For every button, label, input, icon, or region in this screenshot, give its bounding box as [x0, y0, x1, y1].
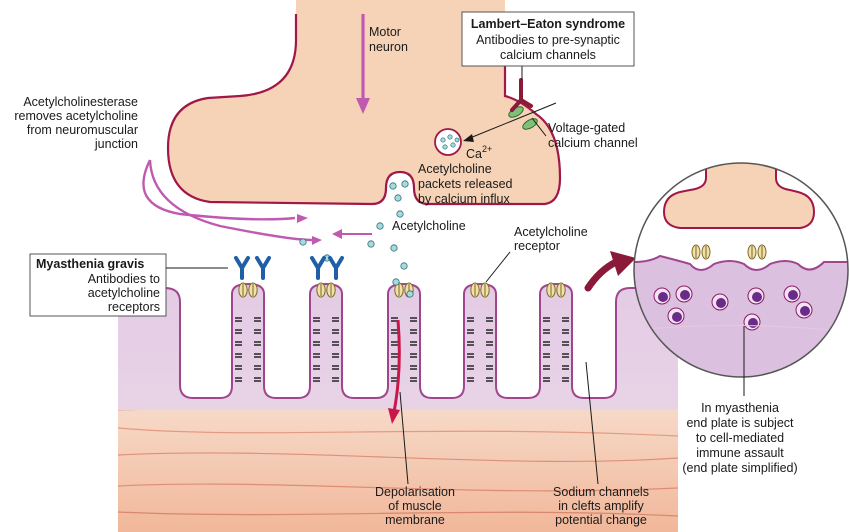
muscle-fiber — [117, 400, 679, 532]
acetylcholine-molecule — [392, 278, 400, 286]
acetylcholine-molecules — [299, 180, 414, 298]
ach-packets-label-3: by calcium influx — [418, 192, 510, 206]
ach-receptor-label-1: Acetylcholine — [514, 225, 588, 239]
inset-caption-1: In myasthenia — [701, 401, 779, 415]
sodium-channels-label-2: in clefts amplify — [558, 499, 644, 513]
acetylcholine-label: Acetylcholine — [392, 219, 466, 233]
ach-packets-label-2: packets released — [418, 177, 513, 191]
acetylcholine-molecule — [299, 238, 307, 246]
immune-cell — [747, 287, 765, 305]
depolarisation-label-2: of muscle — [388, 499, 442, 513]
calcium-ion-label: Ca2+ — [466, 144, 492, 161]
lambert-eaton-desc-2: calcium channels — [500, 48, 596, 62]
sodium-channels-label-1: Sodium channels — [553, 485, 649, 499]
inset-caption-2: end plate is subject — [686, 416, 794, 430]
inset-receptor — [691, 244, 711, 260]
myasthenia-antibody — [234, 256, 250, 280]
lambert-eaton-antibody — [510, 78, 533, 112]
antibody-arm — [261, 256, 271, 270]
motor-neuron-label-2: neuron — [369, 40, 408, 54]
immune-cell-nucleus — [748, 318, 758, 328]
ach-receptor-pointer — [485, 251, 511, 283]
acetylcholine-molecule — [401, 180, 409, 188]
myasthenia-desc-1: Antibodies to — [88, 272, 160, 286]
acetylcholinesterase-arrowhead-2 — [312, 236, 322, 245]
immune-cell — [653, 287, 671, 305]
lambert-eaton-title: Lambert–Eaton syndrome — [471, 17, 625, 31]
acetylcholine-receptor — [238, 282, 258, 298]
depolarisation-pointer — [399, 391, 409, 485]
immune-cell-nucleus — [752, 292, 762, 302]
antibody-arm — [334, 256, 344, 270]
action-potential-arrow — [356, 14, 370, 114]
acetylcholine-molecule — [400, 262, 408, 270]
voltage-gated-label-2: calcium channel — [548, 136, 638, 150]
inset-receptors — [691, 244, 767, 260]
lambert-eaton-desc-1: Antibodies to pre-synaptic — [476, 33, 620, 47]
immune-cell-nucleus — [658, 292, 668, 302]
inset-caption-4: immune assault — [696, 446, 784, 460]
acetylcholinesterase-label-2: removes acetylcholine — [14, 109, 138, 123]
immune-cell-nucleus — [716, 298, 726, 308]
synaptic-vesicle — [434, 128, 462, 156]
immune-cell — [667, 307, 685, 325]
acetylcholine-receptors — [238, 282, 566, 298]
immune-cell-nucleus — [672, 312, 682, 322]
acetylcholine-molecule — [390, 244, 398, 252]
ach-receptor-label-2: receptor — [514, 239, 560, 253]
lambert-eaton-box: Lambert–Eaton syndrome Antibodies to pre… — [461, 11, 635, 67]
immune-cell — [711, 293, 729, 311]
myasthenia-antibody — [310, 256, 326, 280]
antibody-arm — [240, 256, 250, 270]
inset-caption-5: (end plate simplified) — [682, 461, 797, 475]
immune-cell — [795, 301, 813, 319]
depolarisation-label-3: membrane — [385, 513, 445, 527]
immune-cell-nucleus — [788, 290, 798, 300]
sodium-channels-label-3: potential change — [555, 513, 647, 527]
voltage-gated-label-line — [531, 117, 547, 137]
immune-cell — [783, 285, 801, 303]
ach-reuptake-arrow — [332, 229, 372, 239]
immune-cell — [743, 313, 761, 331]
voltage-gated-pointer — [469, 102, 557, 139]
myasthenia-antibody — [255, 256, 271, 280]
acetylcholine-molecule — [406, 290, 414, 298]
acetylcholinesterase-label-1: Acetylcholinesterase — [23, 95, 138, 109]
acetylcholine-receptor — [546, 282, 566, 298]
zoom-arrow — [584, 251, 636, 292]
inset-receptor — [747, 244, 767, 260]
depolarisation-arrow — [388, 319, 401, 424]
acetylcholine-molecule — [394, 194, 402, 202]
immune-cell — [675, 285, 693, 303]
voltage-gated-label-1: Voltage-gated — [548, 121, 625, 135]
myasthenia-antibodies — [234, 256, 344, 280]
sodium-channels-pointer — [585, 361, 599, 485]
inset-immune-cells — [653, 285, 813, 331]
antibody-arm — [316, 256, 326, 270]
acetylcholine-molecule — [389, 182, 397, 190]
acetylcholinesterase-arrows — [142, 159, 313, 242]
immune-cell-nucleus — [800, 306, 810, 316]
acetylcholine-molecule — [376, 222, 384, 230]
myasthenia-box: Myasthenia gravis Antibodies to acetylch… — [29, 253, 167, 317]
immune-cell-nucleus — [680, 290, 690, 300]
acetylcholine-molecule — [367, 240, 375, 248]
myasthenia-antibody — [328, 256, 344, 280]
ach-packets-label-1: Acetylcholine — [418, 162, 492, 176]
sodium-channels — [235, 317, 569, 382]
acetylcholinesterase-label-3: from neuromuscular — [27, 123, 138, 137]
depolarisation-label-1: Depolarisation — [375, 485, 455, 499]
inset-caption-3: to cell-mediated — [696, 431, 784, 445]
acetylcholinesterase-label-4: junction — [94, 137, 138, 151]
myasthenia-desc-3: receptors — [108, 300, 160, 314]
acetylcholine-molecule — [396, 210, 404, 218]
acetylcholine-receptor — [470, 282, 490, 298]
motor-neuron-label-1: Motor — [369, 25, 401, 39]
acetylcholinesterase-arrowhead — [297, 214, 308, 223]
acetylcholine-receptor — [316, 282, 336, 298]
myasthenia-title: Myasthenia gravis — [36, 257, 144, 271]
voltage-gated-pointer-head — [463, 134, 474, 142]
myasthenia-desc-2: acetylcholine — [88, 286, 160, 300]
